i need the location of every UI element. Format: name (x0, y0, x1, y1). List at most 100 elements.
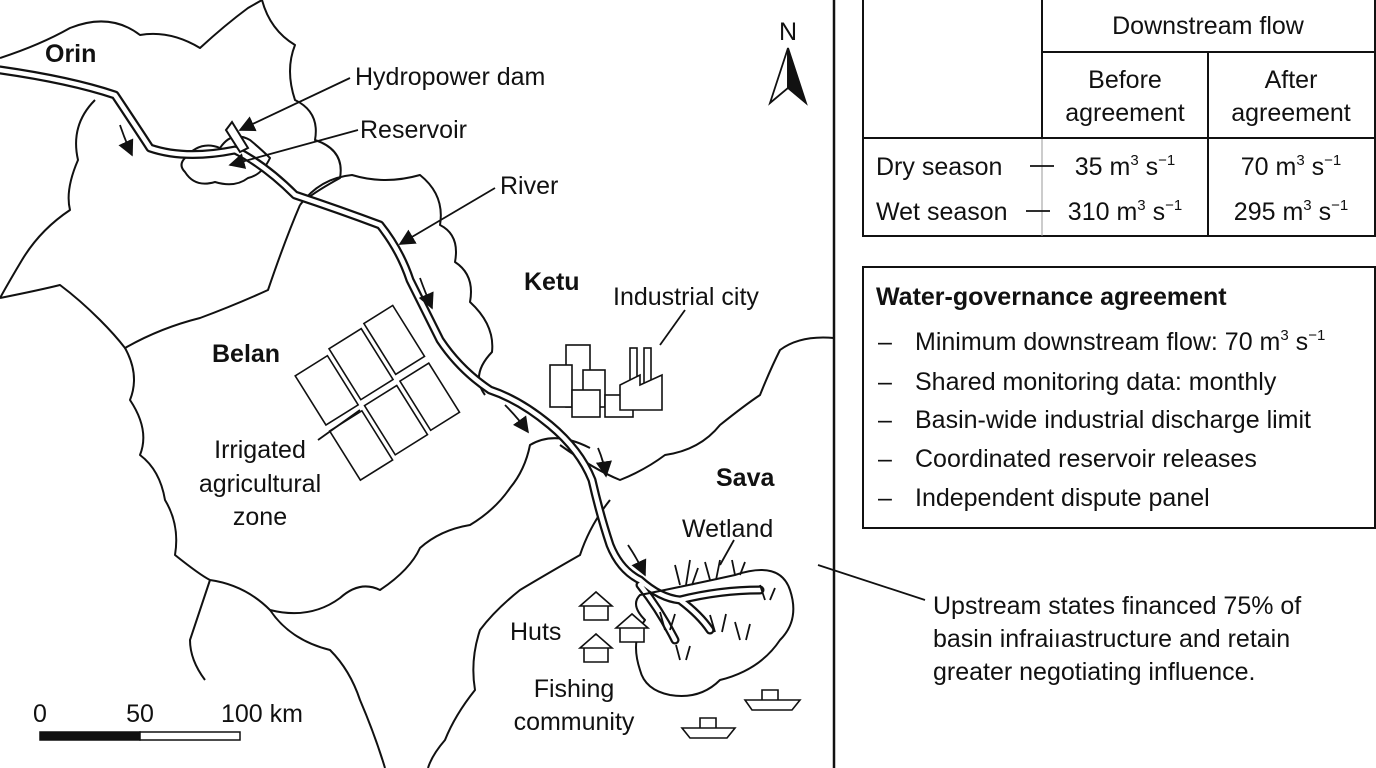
border-south (189, 579, 211, 681)
dam-callout (238, 77, 351, 132)
agreement-bullet: – (878, 406, 892, 434)
field-plot (362, 304, 426, 376)
region-label-sava: Sava (716, 464, 775, 492)
agreement-bullet: – (878, 484, 892, 512)
agreement-bullet: – (878, 368, 892, 396)
border-ketu-north (299, 174, 494, 396)
compass: N (768, 18, 808, 106)
agreement-bullet: – (878, 328, 892, 356)
reservoir-label: Reservoir (360, 116, 467, 144)
agreement-item: Independent dispute panel (915, 484, 1210, 512)
agreement-bullet: – (878, 445, 892, 473)
scale-bar: 0 50 100 km (33, 700, 303, 741)
note-line-1: Upstream states financed 75% of (933, 592, 1301, 620)
industrial-city-icon (549, 344, 663, 418)
border-orin-north (0, 0, 263, 59)
field-plot (327, 327, 395, 401)
river-callout (398, 187, 496, 245)
col-after-line1: After (1265, 66, 1318, 94)
field-plot (363, 384, 429, 456)
irrigated-fields (294, 304, 461, 482)
irrigated-label-2: agricultural (199, 470, 321, 498)
flow-table-frame (862, 0, 1376, 237)
border-sava-west (427, 499, 611, 768)
boat (743, 689, 802, 711)
north-arrow-icon (768, 47, 789, 106)
boats-icon (680, 689, 802, 739)
row-dry-season-label: Dry season (876, 153, 1002, 181)
river-water (0, 67, 763, 643)
river-label: River (500, 172, 558, 200)
upstream-note: Upstream states financed 75% of basin in… (933, 592, 1301, 686)
fishing-label-1: Fishing (534, 675, 615, 703)
border-orin-belan (0, 204, 301, 349)
agreement-item: Minimum downstream flow: 70 m3 s−1 (915, 327, 1325, 356)
scale-bar-light (139, 731, 241, 741)
reservoir-callout (228, 129, 359, 169)
country-borders (0, 0, 835, 768)
agreement-title: Water-governance agreement (876, 283, 1227, 311)
wet-after-value: 295 m3 s−1 (1234, 197, 1348, 226)
agreement-item: Basin-wide industrial discharge limit (915, 406, 1311, 434)
wetland (635, 559, 795, 697)
hut (577, 590, 615, 621)
border-west-south (269, 609, 386, 768)
border-belan-west (124, 347, 211, 581)
agreement-box: Water-governance agreement – Minimum dow… (862, 266, 1376, 529)
row-wet-season-label: Wet season (876, 198, 1008, 226)
flow-arrow-4 (595, 447, 612, 478)
map-panel: N 0 50 100 km Orin Belan Ketu Sava Hydro… (0, 0, 926, 768)
north-arrow-fill (787, 47, 808, 106)
agreement-item: Coordinated reservoir releases (915, 445, 1257, 473)
region-label-orin: Orin (45, 40, 96, 68)
wet-before-value: 310 m3 s−1 (1068, 197, 1182, 226)
dam-label: Hydropower dam (355, 63, 545, 91)
building (571, 389, 601, 418)
agreement-frame (862, 266, 1376, 529)
industrial-city-label: Industrial city (613, 283, 759, 311)
flow-arrow-2 (418, 277, 434, 310)
fishing-label-2: community (514, 708, 635, 736)
irrigated-label-1: Irrigated (214, 436, 306, 464)
col-after-line2: agreement (1231, 99, 1351, 127)
scale-tick-50: 50 (126, 700, 154, 728)
flow-arrow-1 (118, 124, 134, 157)
field-plot (398, 362, 461, 432)
region-label-ketu: Ketu (524, 268, 580, 296)
reed (659, 559, 776, 661)
compass-north-label: N (779, 18, 797, 46)
border-ketu-sava (559, 336, 835, 481)
col-before-line1: Before (1088, 66, 1162, 94)
huts-icon (577, 590, 651, 663)
scale-bar-dark (39, 731, 141, 741)
boat (680, 717, 737, 739)
dry-after-value: 70 m3 s−1 (1241, 152, 1342, 181)
fields-callout (317, 409, 361, 441)
border-orin-east (261, 0, 342, 201)
building (549, 364, 573, 408)
dry-before-value: 35 m3 s−1 (1075, 152, 1176, 181)
flow-arrow-3 (504, 404, 529, 434)
city-callout (659, 309, 686, 346)
scale-tick-100: 100 km (221, 700, 303, 728)
hut (613, 612, 651, 643)
col-before-line2: agreement (1065, 99, 1185, 127)
irrigated-label-3: zone (233, 503, 287, 531)
wetland-callout (719, 539, 735, 566)
note-line-3: greater negotiating influence. (933, 658, 1255, 686)
note-callout (817, 564, 926, 601)
region-label-belan: Belan (212, 340, 280, 368)
reservoir-shape (180, 135, 271, 186)
border-belan-south (209, 437, 591, 615)
scale-tick-0: 0 (33, 700, 47, 728)
flow-table-header: Downstream flow (1112, 12, 1305, 40)
note-line-2: basin infraiıastructure and retain (933, 625, 1290, 653)
agreement-item: Shared monitoring data: monthly (915, 368, 1277, 396)
flow-arrow-5 (627, 544, 647, 577)
flow-arrows (118, 124, 647, 577)
wetland-label: Wetland (682, 515, 773, 543)
field-plot (294, 354, 360, 427)
callouts (228, 77, 926, 601)
border-orin-west (0, 99, 96, 299)
